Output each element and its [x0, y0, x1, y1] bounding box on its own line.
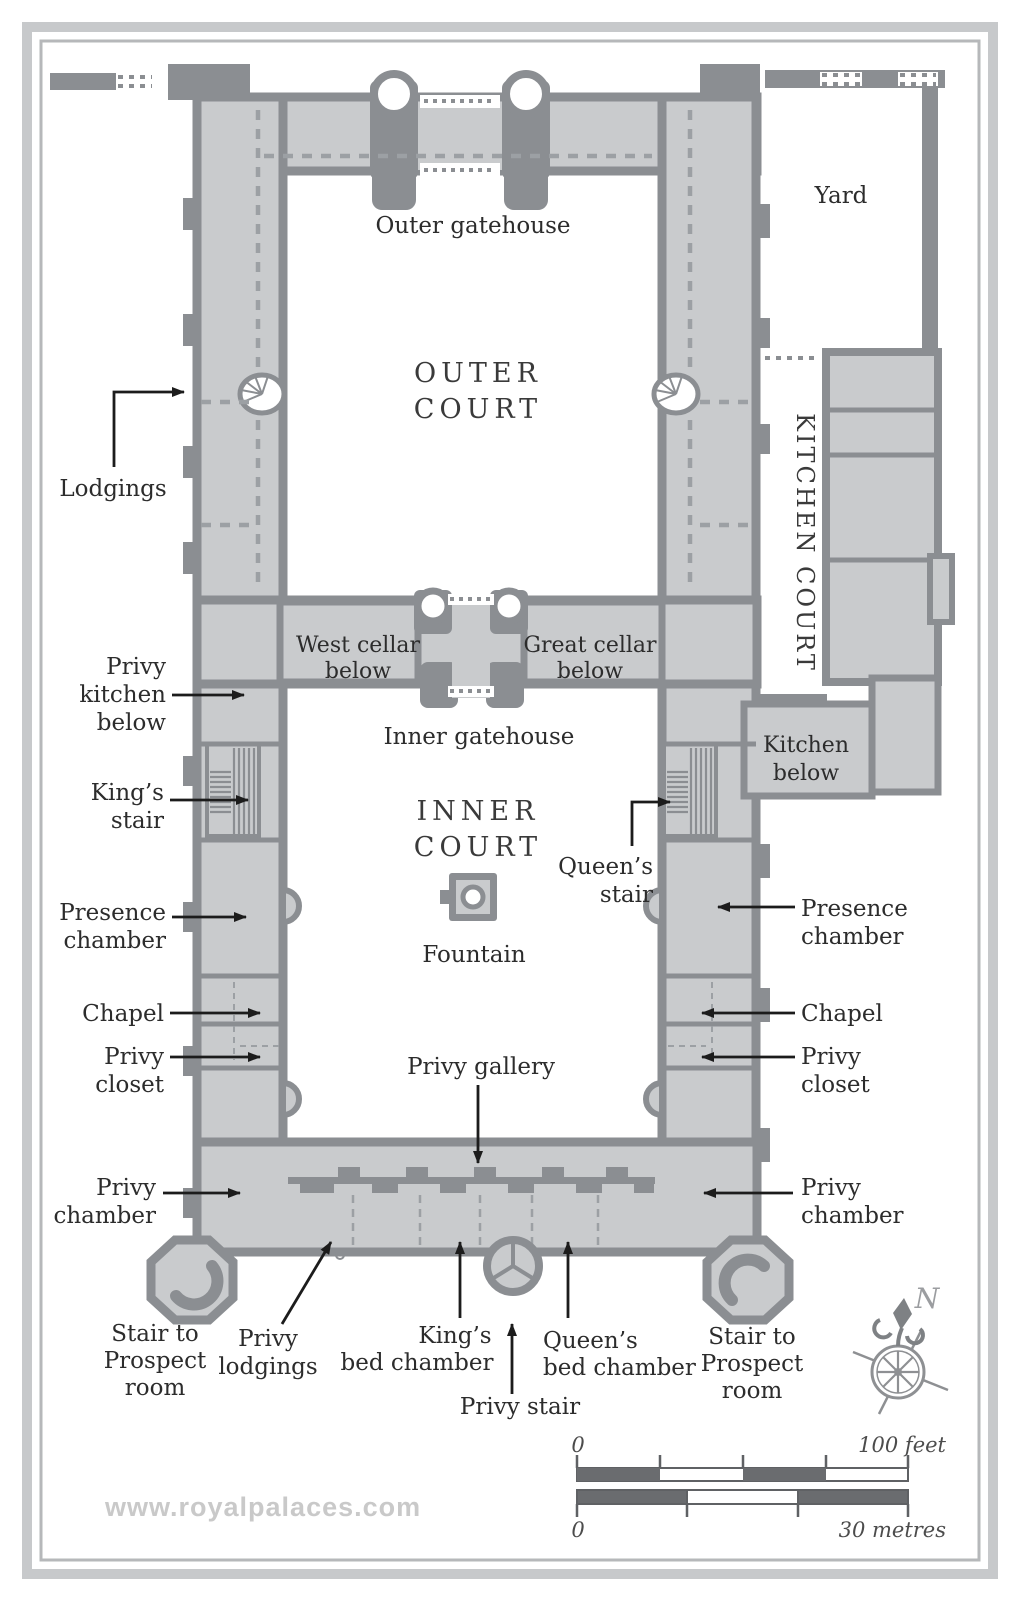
privy-chamber-right-label: Privy: [801, 1175, 861, 1201]
privy-gallery-label: Privy gallery: [407, 1054, 555, 1080]
feet-bar: [575, 1455, 910, 1482]
lodgings-label: Lodgings: [59, 476, 166, 502]
kitchen-court-label: KITCHEN COURT: [791, 413, 819, 673]
west-cellar-room: [276, 598, 422, 686]
stair-prospect-left-label: room: [125, 1375, 186, 1401]
kings-stair-icon: [205, 742, 261, 838]
kings-bed-chamber-label: King’s: [418, 1323, 491, 1349]
page-border-frame: [22, 22, 998, 1579]
stair-prospect-right-label: Stair to: [708, 1324, 795, 1350]
metres-bar: [575, 1489, 910, 1517]
partition-walls: [201, 741, 756, 1071]
outer-court-label: COURT: [414, 394, 542, 425]
north-label: N: [914, 1282, 941, 1315]
gatehouse-turret-icon: [490, 587, 528, 625]
kitchen-below-room: [740, 700, 876, 800]
great-cellar-label: Great cellar: [523, 633, 657, 658]
stair-prospect-right-label: room: [722, 1378, 783, 1404]
callout-arrows: [112, 387, 795, 1394]
compass-rose-icon: N: [852, 1282, 949, 1415]
scale-feet-max: 100 feet: [858, 1433, 946, 1457]
fountain-label: Fountain: [422, 942, 525, 968]
great-cellar-room: [520, 598, 666, 686]
east-range-outer: [657, 92, 761, 626]
kitchen-offices: [740, 348, 955, 800]
yard-east-wall: [922, 86, 938, 356]
prospect-tower-se: [702, 1235, 794, 1325]
queens-stair-label: Queen’s: [558, 854, 653, 880]
west-cellar-label: West cellar: [296, 633, 420, 658]
gatehouse-turret-icon: [502, 70, 550, 118]
gatehouse-turret-icon: [414, 587, 452, 625]
apse-bays: [280, 886, 665, 1119]
inner-court-label: INNER: [417, 796, 540, 827]
queens-stair-label: stair: [600, 882, 653, 908]
privy-kitchen-label: kitchen: [79, 682, 166, 708]
privy-lodgings-label: Privy: [238, 1326, 298, 1352]
watermark: www.royalpalaces.com: [104, 1492, 421, 1522]
privy-chamber-left-label: Privy: [96, 1175, 156, 1201]
kings-stair-label: King’s: [91, 780, 164, 806]
scale-bar: 0 100 feet 0 30 metres: [571, 1433, 946, 1542]
stair-prospect-left-label: Stair to: [111, 1321, 198, 1347]
privy-kitchen-label: Privy: [106, 654, 166, 680]
inner-court-label: COURT: [414, 832, 542, 863]
gatehouse-turret-icon: [370, 70, 418, 118]
privy-kitchen-label: below: [97, 710, 167, 736]
privy-gallery-wall: [288, 1167, 655, 1260]
presence-chamber-right-label: Presence: [801, 896, 908, 922]
scale-metres-max: 30 metres: [839, 1518, 947, 1542]
privy-closet-left-label: closet: [95, 1072, 164, 1098]
queens-bed-chamber-label: bed chamber: [543, 1355, 696, 1381]
queens-bed-chamber-label: Queen’s: [543, 1328, 638, 1354]
kings-bed-chamber-label: bed chamber: [341, 1350, 494, 1376]
privy-lodgings-arrow: [280, 1241, 333, 1325]
presence-chamber-left-label: Presence: [59, 900, 166, 926]
privy-chamber-right-label: chamber: [801, 1203, 904, 1229]
kitchen-below-label: below: [773, 761, 839, 786]
labels: OUTER COURT INNER COURT KITCHEN COURT Ya…: [53, 183, 907, 1420]
outer-court-label: OUTER: [414, 358, 542, 389]
privy-lodgings-label: lodgings: [218, 1354, 317, 1380]
kings-stair-label: stair: [111, 808, 164, 834]
privy-closet-right-label: closet: [801, 1072, 870, 1098]
floor-plan: [50, 64, 955, 1325]
oval-stair-icon: [237, 372, 701, 416]
chapel-left-label: Chapel: [82, 1001, 164, 1027]
great-cellar-label: below: [557, 659, 623, 684]
privy-chamber-left-label: chamber: [53, 1203, 156, 1229]
privy-stair-tower: [483, 1236, 543, 1296]
inner-gatehouse-structure: [276, 587, 666, 708]
privy-closet-left-label: Privy: [104, 1044, 164, 1070]
stair-prospect-right-label: Prospect: [701, 1351, 804, 1377]
fountain-icon: [440, 873, 497, 921]
privy-stair-label: Privy stair: [460, 1394, 580, 1420]
kitchen-below-label: Kitchen: [763, 733, 849, 758]
dashed-lines: [201, 110, 753, 1248]
stair-prospect-left-label: Prospect: [104, 1348, 207, 1374]
lodgings-arrow: [112, 387, 185, 467]
west-cellar-label: below: [325, 659, 391, 684]
scale-feet-zero: 0: [571, 1433, 584, 1457]
north-boundary-walls: [50, 64, 945, 356]
presence-chamber-right-label: chamber: [801, 924, 904, 950]
queens-stair-icon: [662, 742, 718, 838]
prospect-tower-sw: [146, 1235, 238, 1325]
scale-metres-zero: 0: [571, 1518, 584, 1542]
chapel-right-label: Chapel: [801, 1001, 883, 1027]
outer-gatehouse-label: Outer gatehouse: [375, 213, 570, 239]
yard-label: Yard: [814, 183, 868, 209]
privy-closet-right-label: Privy: [801, 1044, 861, 1070]
queens-stair-arrow: [630, 797, 671, 846]
inner-gatehouse-label: Inner gatehouse: [384, 724, 575, 750]
presence-chamber-left-label: chamber: [63, 928, 166, 954]
outer-gatehouse-structure: [370, 70, 550, 210]
